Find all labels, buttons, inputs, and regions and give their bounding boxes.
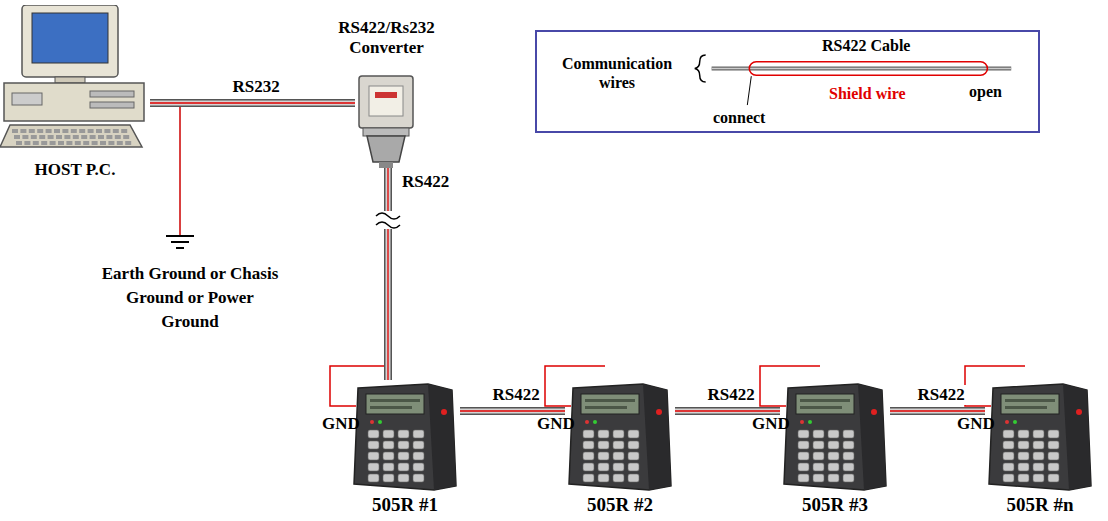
node-caption: 505R #1 <box>372 494 438 517</box>
node-caption: connect <box>713 108 765 127</box>
node-caption: RS422 Cable <box>822 36 910 55</box>
ground-note: Earth Ground or Chasis Ground or Power G… <box>100 262 280 334</box>
cable-connector <box>150 103 355 104</box>
node-caption: 505R #2 <box>587 494 653 517</box>
cable-connector <box>890 411 985 412</box>
signal-label: RS422 <box>706 385 757 405</box>
dev-illustration <box>350 380 460 492</box>
cable-break <box>376 211 400 229</box>
cable-connector <box>460 411 565 412</box>
converter: RS422/Rs232 Converter <box>355 72 418 168</box>
dev-illustration <box>985 380 1095 492</box>
node-caption: RS422/Rs232 Converter <box>328 18 446 59</box>
ground-label: GND <box>322 414 360 434</box>
pc-illustration <box>0 5 150 150</box>
ground-label: GND <box>537 414 575 434</box>
cable-connector <box>388 168 389 380</box>
signal-label: RS422 <box>916 385 967 405</box>
cable-connector <box>675 411 780 412</box>
node-caption: HOST P.C. <box>35 160 116 180</box>
dev-illustration <box>780 380 890 492</box>
dev-illustration <box>565 380 675 492</box>
signal-label: RS232 <box>231 77 282 97</box>
reader-device: 505R #n <box>985 380 1095 492</box>
ground-label: GND <box>752 414 790 434</box>
reader-device: 505R #3 <box>780 380 890 492</box>
node-caption: Communication wires <box>547 54 687 92</box>
conv-illustration <box>355 72 418 168</box>
host-computer: HOST P.C. <box>0 5 150 150</box>
cable-legend-box: RS422 CableCommunication wiresShield wir… <box>535 30 1040 133</box>
signal-label: RS422 <box>400 172 451 192</box>
reader-device: 505R #2 <box>565 380 675 492</box>
node-caption: 505R #3 <box>802 494 868 517</box>
ground-label: GND <box>957 414 995 434</box>
node-caption: 505R #n <box>1006 494 1073 517</box>
reader-device: 505R #1 <box>350 380 460 492</box>
node-caption: Shield wire <box>829 84 906 103</box>
signal-label: RS422 <box>491 385 542 405</box>
node-caption: open <box>969 82 1002 101</box>
